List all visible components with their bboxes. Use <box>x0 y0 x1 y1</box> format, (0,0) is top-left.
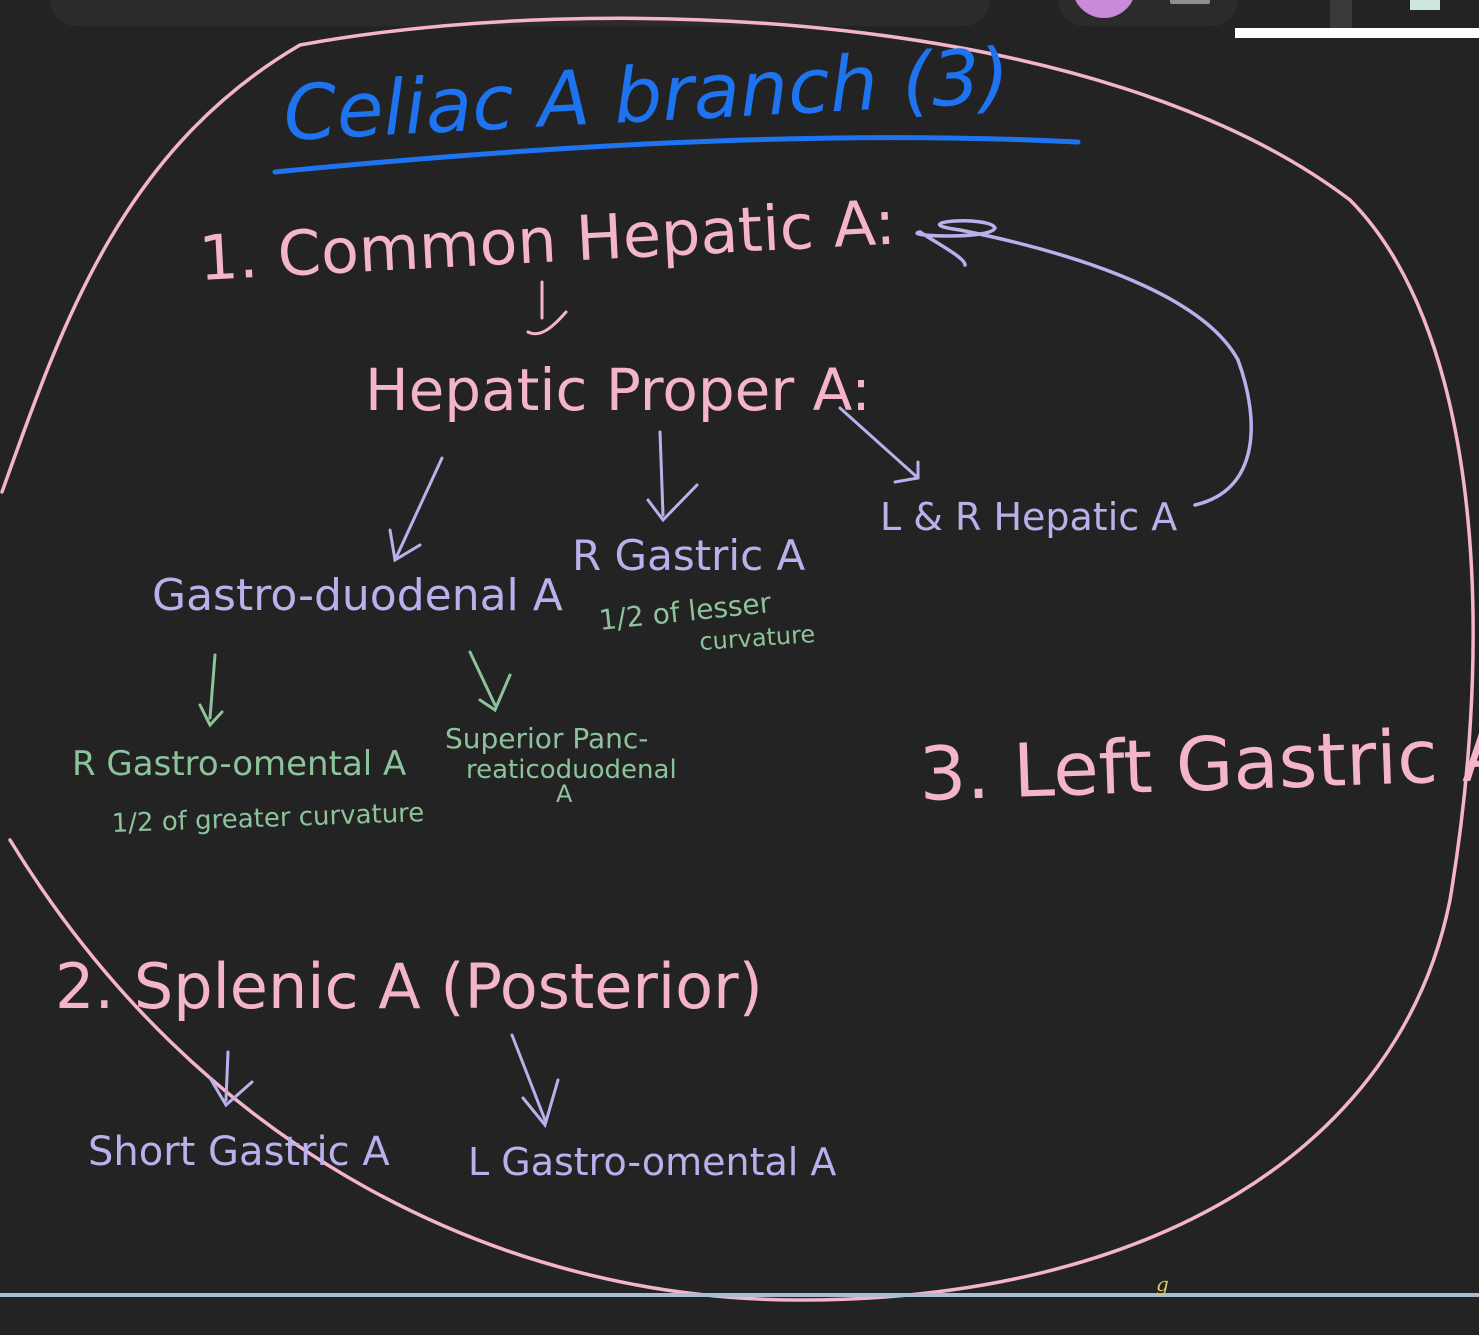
pink-enclosing-loop <box>0 16 1475 1302</box>
r-gastroomental-label: R Gastro-omental A <box>72 744 406 784</box>
arrow-to-short-gastric <box>208 1050 254 1108</box>
arrow-to-sup-pancreaticoduodenal <box>468 650 512 713</box>
gastroduodenal-label: Gastro-duodenal A <box>152 570 563 621</box>
panel-handle[interactable] <box>1330 0 1352 28</box>
down-arrow-hepatic-proper <box>526 280 568 336</box>
panel-edge <box>1235 28 1479 38</box>
page-divider <box>0 1293 1479 1297</box>
arrow-to-r-gastroomental <box>198 653 224 728</box>
r-gastroomental-note: 1/2 of greater curvature <box>111 798 425 839</box>
avatar[interactable] <box>1072 0 1136 18</box>
loop-arrow <box>915 219 1253 507</box>
sup-pancreaticoduodenal-label-2: reaticoduodenal <box>466 755 677 785</box>
r-gastric-note-2: curvature <box>698 620 816 656</box>
arrow-to-hepatic <box>838 406 920 484</box>
arrow-to-r-gastric <box>646 430 699 523</box>
sup-pancreaticoduodenal-label-3: A <box>556 780 573 808</box>
page-indicator: g <box>1156 1272 1169 1296</box>
title-underline <box>272 135 1081 175</box>
branch-3-label: 3. Left Gastric A <box>918 711 1479 818</box>
r-gastric-label: R Gastric A <box>572 531 806 580</box>
branch-2-label: 2. Splenic A (Posterior) <box>55 950 763 1023</box>
sup-pancreaticoduodenal-label-1: Superior Panc- <box>445 722 648 755</box>
arrow-to-gastroduodenal <box>388 456 444 563</box>
hepatic-label: L & R Hepatic A <box>880 495 1177 539</box>
short-gastric-label: Short Gastric A <box>88 1129 390 1175</box>
account-label-bar <box>1170 0 1210 4</box>
panel-grip[interactable] <box>1410 0 1440 10</box>
arrow-to-l-gastroomental <box>510 1033 560 1129</box>
hepatic-proper-label: Hepatic Proper A: <box>365 356 871 424</box>
l-gastroomental-label: L Gastro-omental A <box>468 1140 836 1184</box>
branch-1-label: 1. Common Hepatic A: <box>197 186 897 295</box>
